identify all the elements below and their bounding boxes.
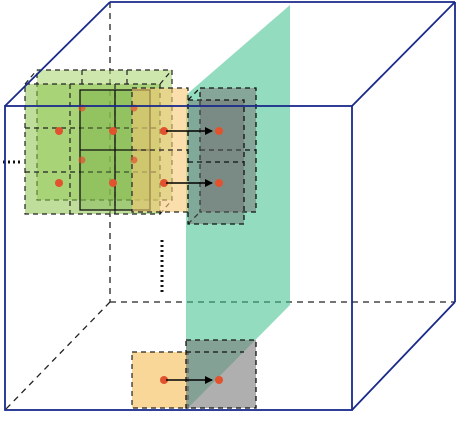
ellipsis-markers [3,160,164,292]
gray-cell-column [185,87,257,409]
grid-points [55,104,223,384]
outer-cube-edges [4,1,456,411]
outer-cube-hidden-edges [4,2,455,411]
orange-cell-column [131,87,189,409]
